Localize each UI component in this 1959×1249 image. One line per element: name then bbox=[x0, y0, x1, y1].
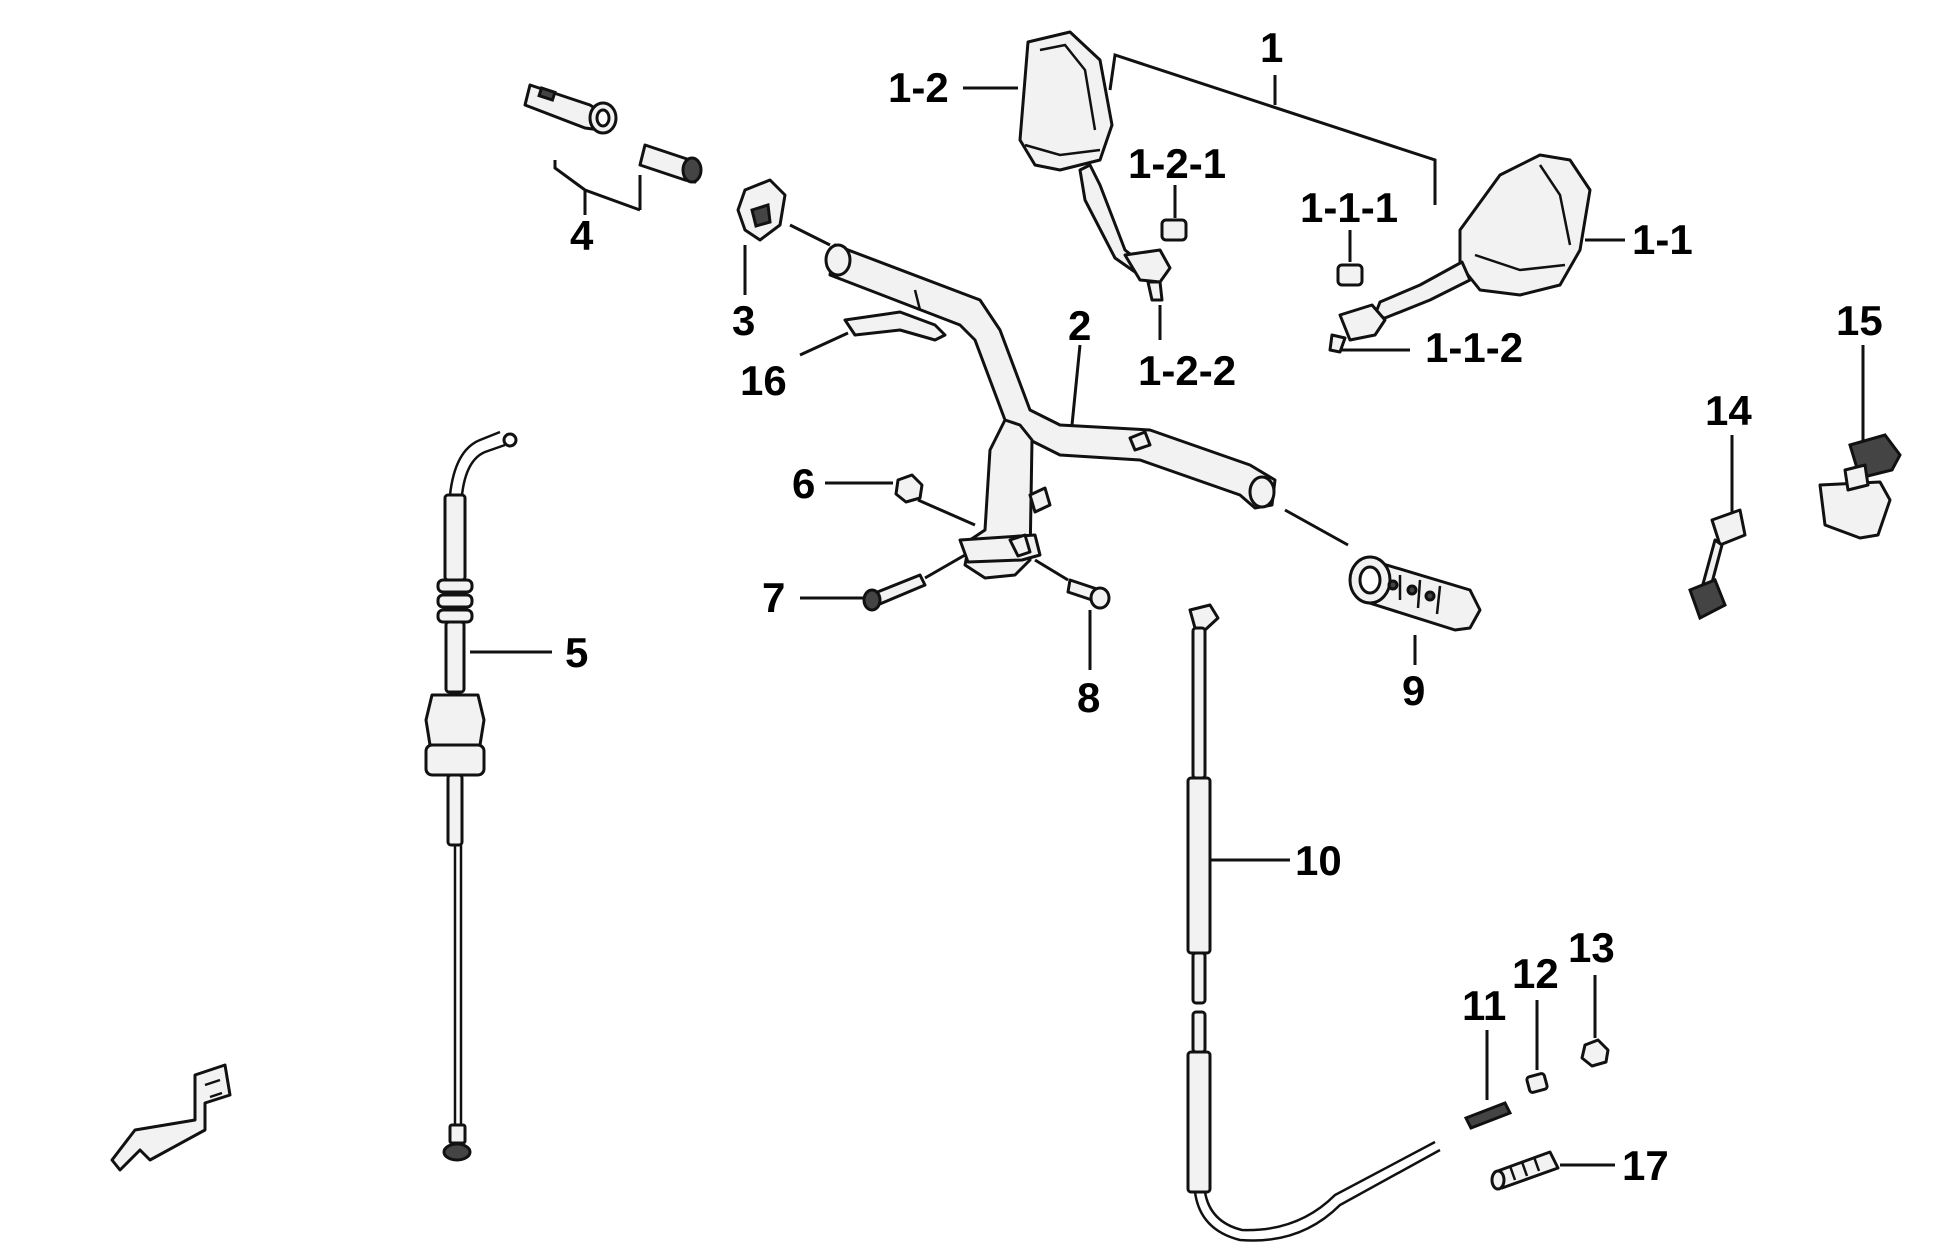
part-mirror-right bbox=[1328, 153, 1592, 354]
part-bolt-7 bbox=[862, 573, 927, 612]
callout-5: 5 bbox=[565, 629, 588, 676]
part-collar-12 bbox=[1525, 1072, 1549, 1094]
callout-15: 15 bbox=[1836, 297, 1883, 344]
part-nut-1-1-1 bbox=[1336, 263, 1364, 287]
callout-7: 7 bbox=[762, 574, 785, 621]
callout-8: 8 bbox=[1077, 674, 1100, 721]
callout-labels: 1 1-2 1-2-1 1-2-2 1-1 1-1-1 1-1-2 4 3 2 … bbox=[565, 24, 1883, 1189]
callout-4: 4 bbox=[570, 212, 594, 259]
part-brake-cable bbox=[1186, 603, 1441, 1242]
callout-2: 2 bbox=[1068, 302, 1091, 349]
part-adjuster-17 bbox=[1490, 1150, 1560, 1191]
callout-13: 13 bbox=[1568, 924, 1615, 971]
callout-10: 10 bbox=[1295, 837, 1342, 884]
callout-16: 16 bbox=[740, 357, 787, 404]
callout-12: 12 bbox=[1512, 950, 1559, 997]
part-mirror-left bbox=[1018, 30, 1172, 302]
part-throttle-sleeve bbox=[523, 83, 703, 184]
callout-1-2-1: 1-2-1 bbox=[1128, 140, 1226, 187]
part-nut-1-2-1 bbox=[1160, 218, 1188, 242]
part-lever-bracket-14 bbox=[1688, 508, 1747, 621]
part-throttle-cable bbox=[424, 430, 518, 1162]
callout-17: 17 bbox=[1622, 1142, 1669, 1189]
callout-1-2-2: 1-2-2 bbox=[1138, 347, 1236, 394]
callout-1-1: 1-1 bbox=[1632, 216, 1693, 263]
part-lever-housing bbox=[736, 178, 787, 242]
part-switch-bracket-15 bbox=[1818, 433, 1902, 540]
callout-1-1-1: 1-1-1 bbox=[1300, 184, 1398, 231]
callout-14: 14 bbox=[1705, 387, 1752, 434]
part-bracket-16 bbox=[843, 310, 947, 342]
part-nut-6 bbox=[894, 473, 924, 504]
leader-lines bbox=[470, 53, 1865, 1167]
part-spring-11 bbox=[1463, 1101, 1513, 1130]
front-arrow-icon bbox=[110, 1063, 232, 1172]
callout-1-1-2: 1-1-2 bbox=[1425, 324, 1523, 371]
part-nut-13 bbox=[1580, 1038, 1610, 1068]
part-grip-9 bbox=[1348, 555, 1482, 632]
callout-1: 1 bbox=[1260, 24, 1283, 71]
callout-11: 11 bbox=[1462, 982, 1506, 1029]
callout-6: 6 bbox=[792, 460, 815, 507]
callout-1-2: 1-2 bbox=[888, 64, 949, 111]
callout-3: 3 bbox=[732, 297, 755, 344]
part-bolt-8 bbox=[1066, 578, 1111, 610]
part-handlebar bbox=[824, 243, 1277, 580]
callout-9: 9 bbox=[1402, 667, 1425, 714]
